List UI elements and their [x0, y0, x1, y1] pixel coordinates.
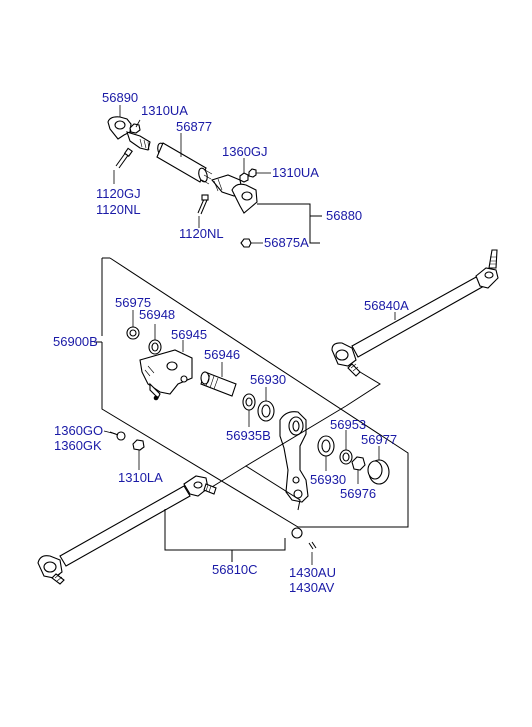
label-56875A: 56875A: [264, 235, 309, 250]
frame-link: [206, 465, 247, 491]
label-1120GJ: 1120GJ: [96, 186, 141, 201]
bushing-56935B: [242, 393, 256, 411]
label-56900B: 56900B: [53, 334, 98, 349]
label-56890: 56890: [102, 90, 139, 105]
idler-bracket-56945: [139, 349, 193, 401]
frame-inner-upper: [345, 371, 381, 407]
label-56946: 56946: [204, 347, 241, 362]
frame-56900B: [101, 257, 409, 528]
label-56975: 56975: [115, 295, 152, 310]
bracket-56880: [257, 203, 320, 244]
adjusting-tube-56877: [156, 142, 213, 185]
leader-1360GO: [103, 430, 117, 435]
label-56930-lower: 56930: [310, 472, 347, 487]
nut-1360GJ: [239, 172, 249, 183]
frame-inner-lower: [245, 405, 347, 511]
bracket-56810C: [164, 509, 286, 551]
bushing-56930-upper: [257, 400, 275, 422]
label-56880: 56880: [326, 208, 363, 223]
tie-rod-56810C: [37, 475, 217, 585]
nut-56976: [351, 456, 366, 471]
label-1310UA-right: 1310UA: [272, 165, 319, 180]
tie-rod-end-left: [107, 116, 151, 151]
label-56840A: 56840A: [364, 298, 409, 313]
grease-nipple-1430AU: [291, 527, 317, 550]
cap-56977: [367, 459, 390, 485]
label-56948: 56948: [139, 307, 176, 322]
label-1430AV: 1430AV: [289, 580, 335, 595]
bushing-56930-lower: [317, 435, 335, 457]
washer-56953: [339, 449, 353, 465]
label-1430AU: 1430AU: [289, 565, 336, 580]
shaft-56946: [200, 371, 237, 397]
label-1360GK: 1360GK: [54, 438, 102, 453]
label-56935B: 56935B: [226, 428, 271, 443]
label-1120NL-mid: 1120NL: [179, 226, 224, 241]
washer-56948: [148, 339, 162, 355]
label-56977: 56977: [361, 432, 398, 447]
tie-rod-56840A: [331, 249, 499, 377]
label-1120NL-left: 1120NL: [96, 202, 141, 217]
label-1360GO: 1360GO: [54, 423, 104, 438]
label-1360GJ: 1360GJ: [222, 144, 268, 159]
label-56877: 56877: [176, 119, 213, 134]
label-1310UA-top: 1310UA: [141, 103, 188, 118]
label-56930-upper: 56930: [250, 372, 287, 387]
tie-rod-end-right: [211, 174, 258, 214]
nut-1310UA-right: [248, 168, 257, 178]
label-56810C: 56810C: [212, 562, 258, 577]
bolt-1120GJ: [115, 147, 133, 169]
nut-1310LA: [132, 439, 145, 451]
idler-arm: [279, 411, 309, 503]
nut-56975: [126, 326, 140, 340]
label-56976: 56976: [340, 486, 377, 501]
nut-1310UA-top: [129, 123, 141, 134]
nut-56875A: [240, 238, 252, 248]
bolt-1120NL: [197, 194, 209, 215]
label-56953: 56953: [330, 417, 367, 432]
leader-1310UA-top: [135, 119, 141, 128]
label-1310LA: 1310LA: [118, 470, 163, 485]
label-56945: 56945: [171, 327, 208, 342]
